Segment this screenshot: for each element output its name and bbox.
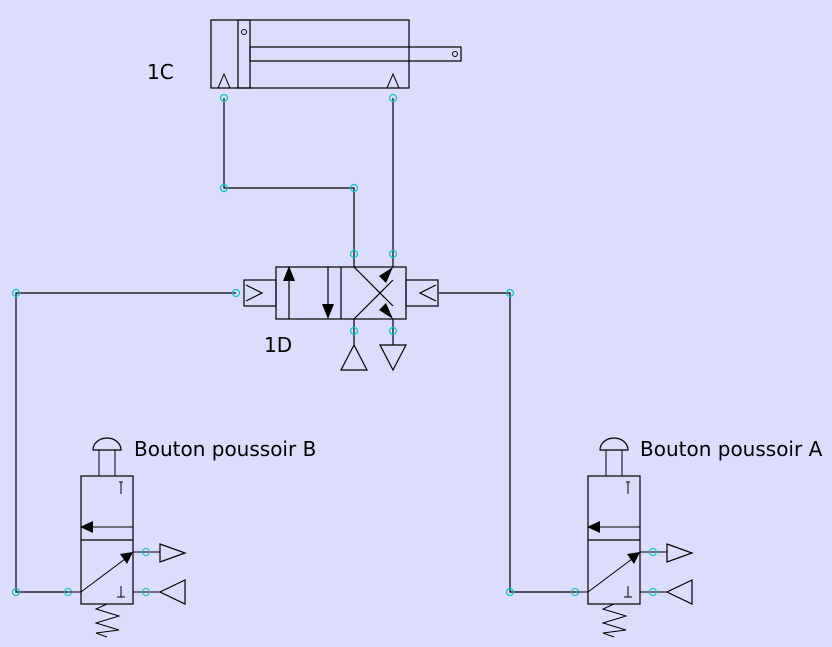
distributor-label: 1D — [264, 333, 292, 357]
tubing — [15, 98, 576, 593]
pushbutton-a-label: Bouton poussoir A — [640, 437, 823, 461]
distributor-1d — [243, 266, 439, 372]
pushbutton-b-label: Bouton poussoir B — [134, 437, 316, 461]
cylinder-label: 1C — [147, 60, 174, 84]
pushbutton-valve-b — [63, 437, 186, 638]
pushbutton-valve-a — [570, 437, 693, 638]
distributor-arrowheads — [283, 266, 393, 319]
port-markers — [11, 93, 515, 597]
cylinder-1c — [210, 19, 462, 89]
